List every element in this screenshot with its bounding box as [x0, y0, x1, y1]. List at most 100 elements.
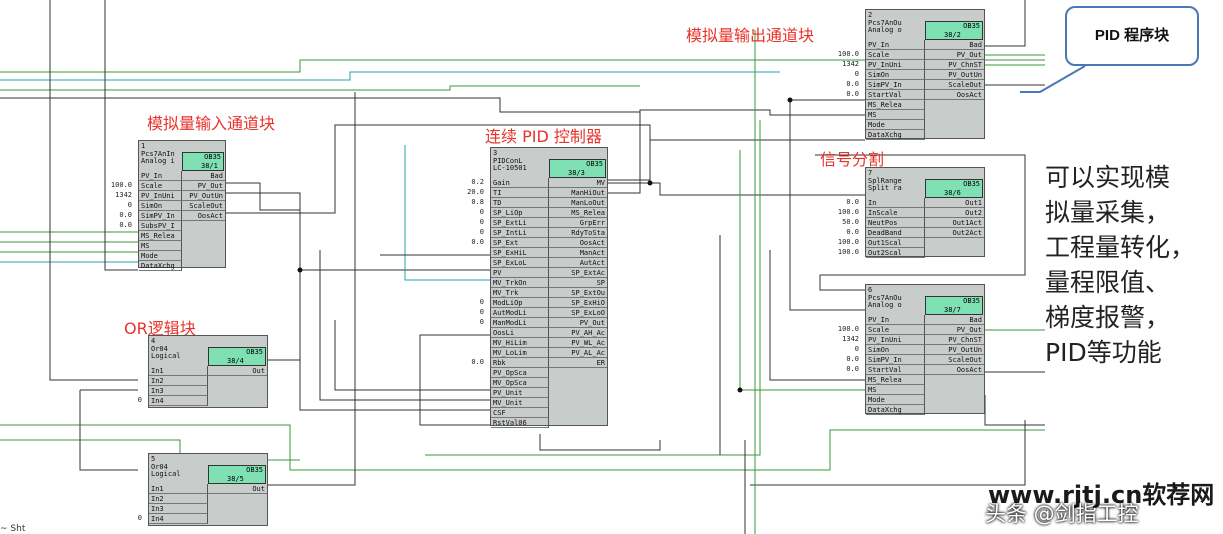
- output-pin[interactable]: SP_ExtOu: [549, 288, 607, 298]
- output-pin[interactable]: PV_ChnST: [925, 60, 984, 70]
- output-pin[interactable]: Bad: [925, 315, 984, 325]
- input-pin[interactable]: SP_IntLi: [491, 228, 549, 238]
- input-value[interactable]: 0.8: [471, 198, 484, 206]
- input-pin[interactable]: Scale: [866, 50, 925, 60]
- output-pin[interactable]: PV_OutUn: [925, 70, 984, 80]
- input-value[interactable]: 0: [137, 514, 142, 522]
- input-pin[interactable]: Gain: [491, 178, 549, 188]
- input-pin[interactable]: MV_OpSca: [491, 378, 549, 388]
- input-value[interactable]: 20.0: [467, 188, 484, 196]
- output-pin[interactable]: Bad: [182, 171, 225, 181]
- input-value[interactable]: 0: [127, 201, 132, 209]
- input-value[interactable]: 0.0: [846, 80, 859, 88]
- input-pin[interactable]: SimPV_In: [866, 80, 925, 90]
- input-pin[interactable]: PV_In: [866, 40, 925, 50]
- input-pin[interactable]: DataXchg: [866, 130, 925, 140]
- input-pin[interactable]: MS_Relea: [139, 231, 182, 241]
- input-pin[interactable]: MS_Relea: [866, 375, 925, 385]
- input-pin[interactable]: PV_InUni: [866, 60, 925, 70]
- output-pin[interactable]: Out: [208, 484, 267, 494]
- input-pin[interactable]: MS_Relea: [866, 100, 925, 110]
- output-pin[interactable]: Out2: [925, 208, 984, 218]
- output-pin[interactable]: ManLoOut: [549, 198, 607, 208]
- input-pin[interactable]: SP_ExtLi: [491, 218, 549, 228]
- input-pin[interactable]: In1: [149, 366, 208, 376]
- input-pin[interactable]: MS: [866, 385, 925, 395]
- input-pin[interactable]: MV_TrkOn: [491, 278, 549, 288]
- input-pin[interactable]: StartVal: [866, 90, 925, 100]
- input-value[interactable]: 0: [137, 396, 142, 404]
- input-value[interactable]: 0.0: [846, 198, 859, 206]
- input-pin[interactable]: Mode: [139, 251, 182, 261]
- input-value[interactable]: 0.0: [846, 355, 859, 363]
- input-pin[interactable]: AutModLi: [491, 308, 549, 318]
- output-pin[interactable]: PV_AH_Ac: [549, 328, 607, 338]
- output-pin[interactable]: SP_ExtAc: [549, 268, 607, 278]
- input-value[interactable]: 0.0: [119, 211, 132, 219]
- output-pin[interactable]: Out1Act: [925, 218, 984, 228]
- input-pin[interactable]: SP_ExLoL: [491, 258, 549, 268]
- input-pin[interactable]: SP_LiOp: [491, 208, 549, 218]
- output-pin[interactable]: SP_ExLoO: [549, 308, 607, 318]
- input-pin[interactable]: DeadBand: [866, 228, 925, 238]
- input-value[interactable]: 0.0: [119, 221, 132, 229]
- output-pin[interactable]: PV_Out: [549, 318, 607, 328]
- input-pin[interactable]: SimPV_In: [866, 355, 925, 365]
- input-pin[interactable]: SimOn: [139, 201, 182, 211]
- output-pin[interactable]: PV_Out: [182, 181, 225, 191]
- output-pin[interactable]: SP_ExHiO: [549, 298, 607, 308]
- input-pin[interactable]: StartVal: [866, 365, 925, 375]
- input-pin[interactable]: InScale: [866, 208, 925, 218]
- input-pin[interactable]: PV: [491, 268, 549, 278]
- input-value[interactable]: 100.0: [110, 181, 132, 189]
- input-pin[interactable]: PV_OpSca: [491, 368, 549, 378]
- input-pin[interactable]: In2: [149, 376, 208, 386]
- input-pin[interactable]: PV_InUni: [866, 335, 925, 345]
- output-pin[interactable]: OosAct: [182, 211, 225, 221]
- output-pin[interactable]: PV_AL_Ac: [549, 348, 607, 358]
- input-value[interactable]: 0.0: [846, 90, 859, 98]
- input-value[interactable]: 1342: [842, 335, 859, 343]
- output-pin[interactable]: OosAct: [549, 238, 607, 248]
- input-pin[interactable]: In2: [149, 494, 208, 504]
- input-pin[interactable]: MS: [866, 110, 925, 120]
- input-pin[interactable]: Out2Scal: [866, 248, 925, 258]
- input-pin[interactable]: PV_In: [139, 171, 182, 181]
- input-pin[interactable]: MS: [139, 241, 182, 251]
- input-pin[interactable]: Scale: [866, 325, 925, 335]
- input-value[interactable]: 100.0: [837, 248, 859, 256]
- input-pin[interactable]: MV_Unit: [491, 398, 549, 408]
- input-pin[interactable]: DataXchg: [866, 405, 925, 415]
- input-value[interactable]: 100.0: [837, 50, 859, 58]
- input-pin[interactable]: DataXchg: [139, 261, 182, 271]
- input-value[interactable]: 0: [479, 298, 484, 306]
- input-pin[interactable]: PV_Unit: [491, 388, 549, 398]
- output-pin[interactable]: PV_Out: [925, 325, 984, 335]
- input-pin[interactable]: In3: [149, 504, 208, 514]
- input-pin[interactable]: ManModLi: [491, 318, 549, 328]
- output-pin[interactable]: ManAct: [549, 248, 607, 258]
- input-value[interactable]: 0: [479, 208, 484, 216]
- input-pin[interactable]: MV_LoLim: [491, 348, 549, 358]
- output-pin[interactable]: PV_OutUn: [182, 191, 225, 201]
- input-pin[interactable]: SP_Ext: [491, 238, 549, 248]
- output-pin[interactable]: PV_ChnST: [925, 335, 984, 345]
- output-pin[interactable]: ScaleOut: [925, 355, 984, 365]
- output-pin[interactable]: ScaleOut: [182, 201, 225, 211]
- input-pin[interactable]: In: [866, 198, 925, 208]
- input-pin[interactable]: OosLi: [491, 328, 549, 338]
- output-pin[interactable]: Out2Act: [925, 228, 984, 238]
- input-pin[interactable]: In1: [149, 484, 208, 494]
- input-value[interactable]: 0.0: [846, 228, 859, 236]
- input-pin[interactable]: NeutPos: [866, 218, 925, 228]
- output-pin[interactable]: RdyToSta: [549, 228, 607, 238]
- input-pin[interactable]: Mode: [866, 395, 925, 405]
- input-pin[interactable]: PV_InUni: [139, 191, 182, 201]
- input-pin[interactable]: RstVal06: [491, 418, 549, 428]
- input-pin[interactable]: Scale: [139, 181, 182, 191]
- input-value[interactable]: 1342: [842, 60, 859, 68]
- input-pin[interactable]: TD: [491, 198, 549, 208]
